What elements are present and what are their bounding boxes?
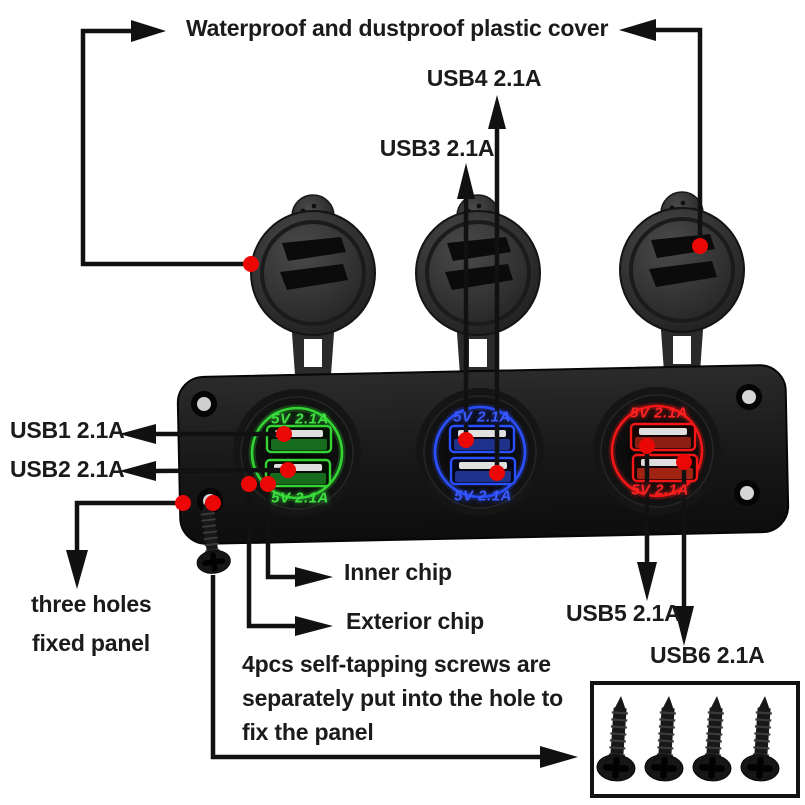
middle-socket-cover (414, 193, 542, 377)
arrowhead (619, 19, 656, 41)
marker-dot (205, 495, 221, 511)
callout-line (210, 575, 541, 760)
blue-port-rating-top: 5V 2.1A (453, 408, 511, 426)
arrowhead (488, 95, 506, 129)
marker-dot (489, 465, 505, 481)
red-port-rating-bottom: 5V 2.1A (631, 481, 689, 499)
callout-line (80, 28, 251, 267)
label-screws-note-2: separately put into the hole to (242, 685, 563, 711)
arrowhead (119, 424, 156, 444)
label-screws-note-3: fix the panel (242, 719, 374, 745)
marker-dots (175, 238, 708, 511)
screws-box (590, 681, 800, 798)
arrowhead (119, 461, 156, 481)
label-usb5: USB5 2.1A (566, 600, 681, 626)
callout-line (656, 27, 703, 246)
callout-line (246, 484, 296, 629)
marker-dot (280, 462, 296, 478)
callout-line (153, 467, 289, 474)
usb-slot (265, 424, 333, 454)
left-socket-cover (249, 193, 377, 377)
screw-hole (736, 384, 762, 410)
right-socket-cover (618, 190, 746, 374)
arrowhead (457, 163, 475, 199)
callout-lines (74, 27, 703, 760)
arrowhead (637, 562, 657, 601)
arrowhead (295, 616, 333, 636)
callout-arrowheads (66, 19, 694, 768)
label-usb3: USB3 2.1A (379, 135, 495, 161)
blue-port-rating-bottom: 5V 2.1A (454, 487, 512, 505)
arrowhead (674, 606, 694, 646)
marker-dot (692, 238, 708, 254)
green-port-rating-bottom: 5V 2.1A (271, 489, 329, 507)
screw-hole (734, 480, 760, 506)
arrowhead (66, 550, 88, 589)
label-fixed-panel: fixed panel (32, 630, 150, 656)
arrowhead (540, 746, 578, 768)
marker-dot (241, 476, 257, 492)
callout-line (74, 500, 183, 551)
marker-dot (458, 432, 474, 448)
marker-dot (676, 454, 692, 470)
red-port-rating-top: 5V 2.1A (630, 404, 688, 422)
label-usb6: USB6 2.1A (650, 642, 765, 668)
marker-dot (276, 426, 292, 442)
arrowhead (131, 20, 166, 42)
marker-dot (639, 438, 655, 454)
label-screws-note-1: 4pcs self-tapping screws are (242, 651, 551, 677)
label-usb2: USB2 2.1A (10, 456, 125, 482)
green-port-rating-top: 5V 2.1A (271, 410, 329, 428)
marker-dot (243, 256, 259, 272)
screw-hole (191, 391, 217, 417)
label-usb1: USB1 2.1A (10, 417, 125, 443)
callout-line (265, 484, 296, 580)
arrowhead (295, 567, 333, 587)
label-inner-chip: Inner chip (344, 559, 452, 585)
label-exterior-chip: Exterior chip (346, 608, 484, 634)
label-three-holes: three holes (31, 591, 152, 617)
marker-dot (175, 495, 191, 511)
label-waterproof-cover: Waterproof and dustproof plastic cover (186, 15, 609, 41)
usb-slot (449, 456, 517, 486)
label-usb4: USB4 2.1A (426, 65, 542, 91)
marker-dot (260, 476, 276, 492)
